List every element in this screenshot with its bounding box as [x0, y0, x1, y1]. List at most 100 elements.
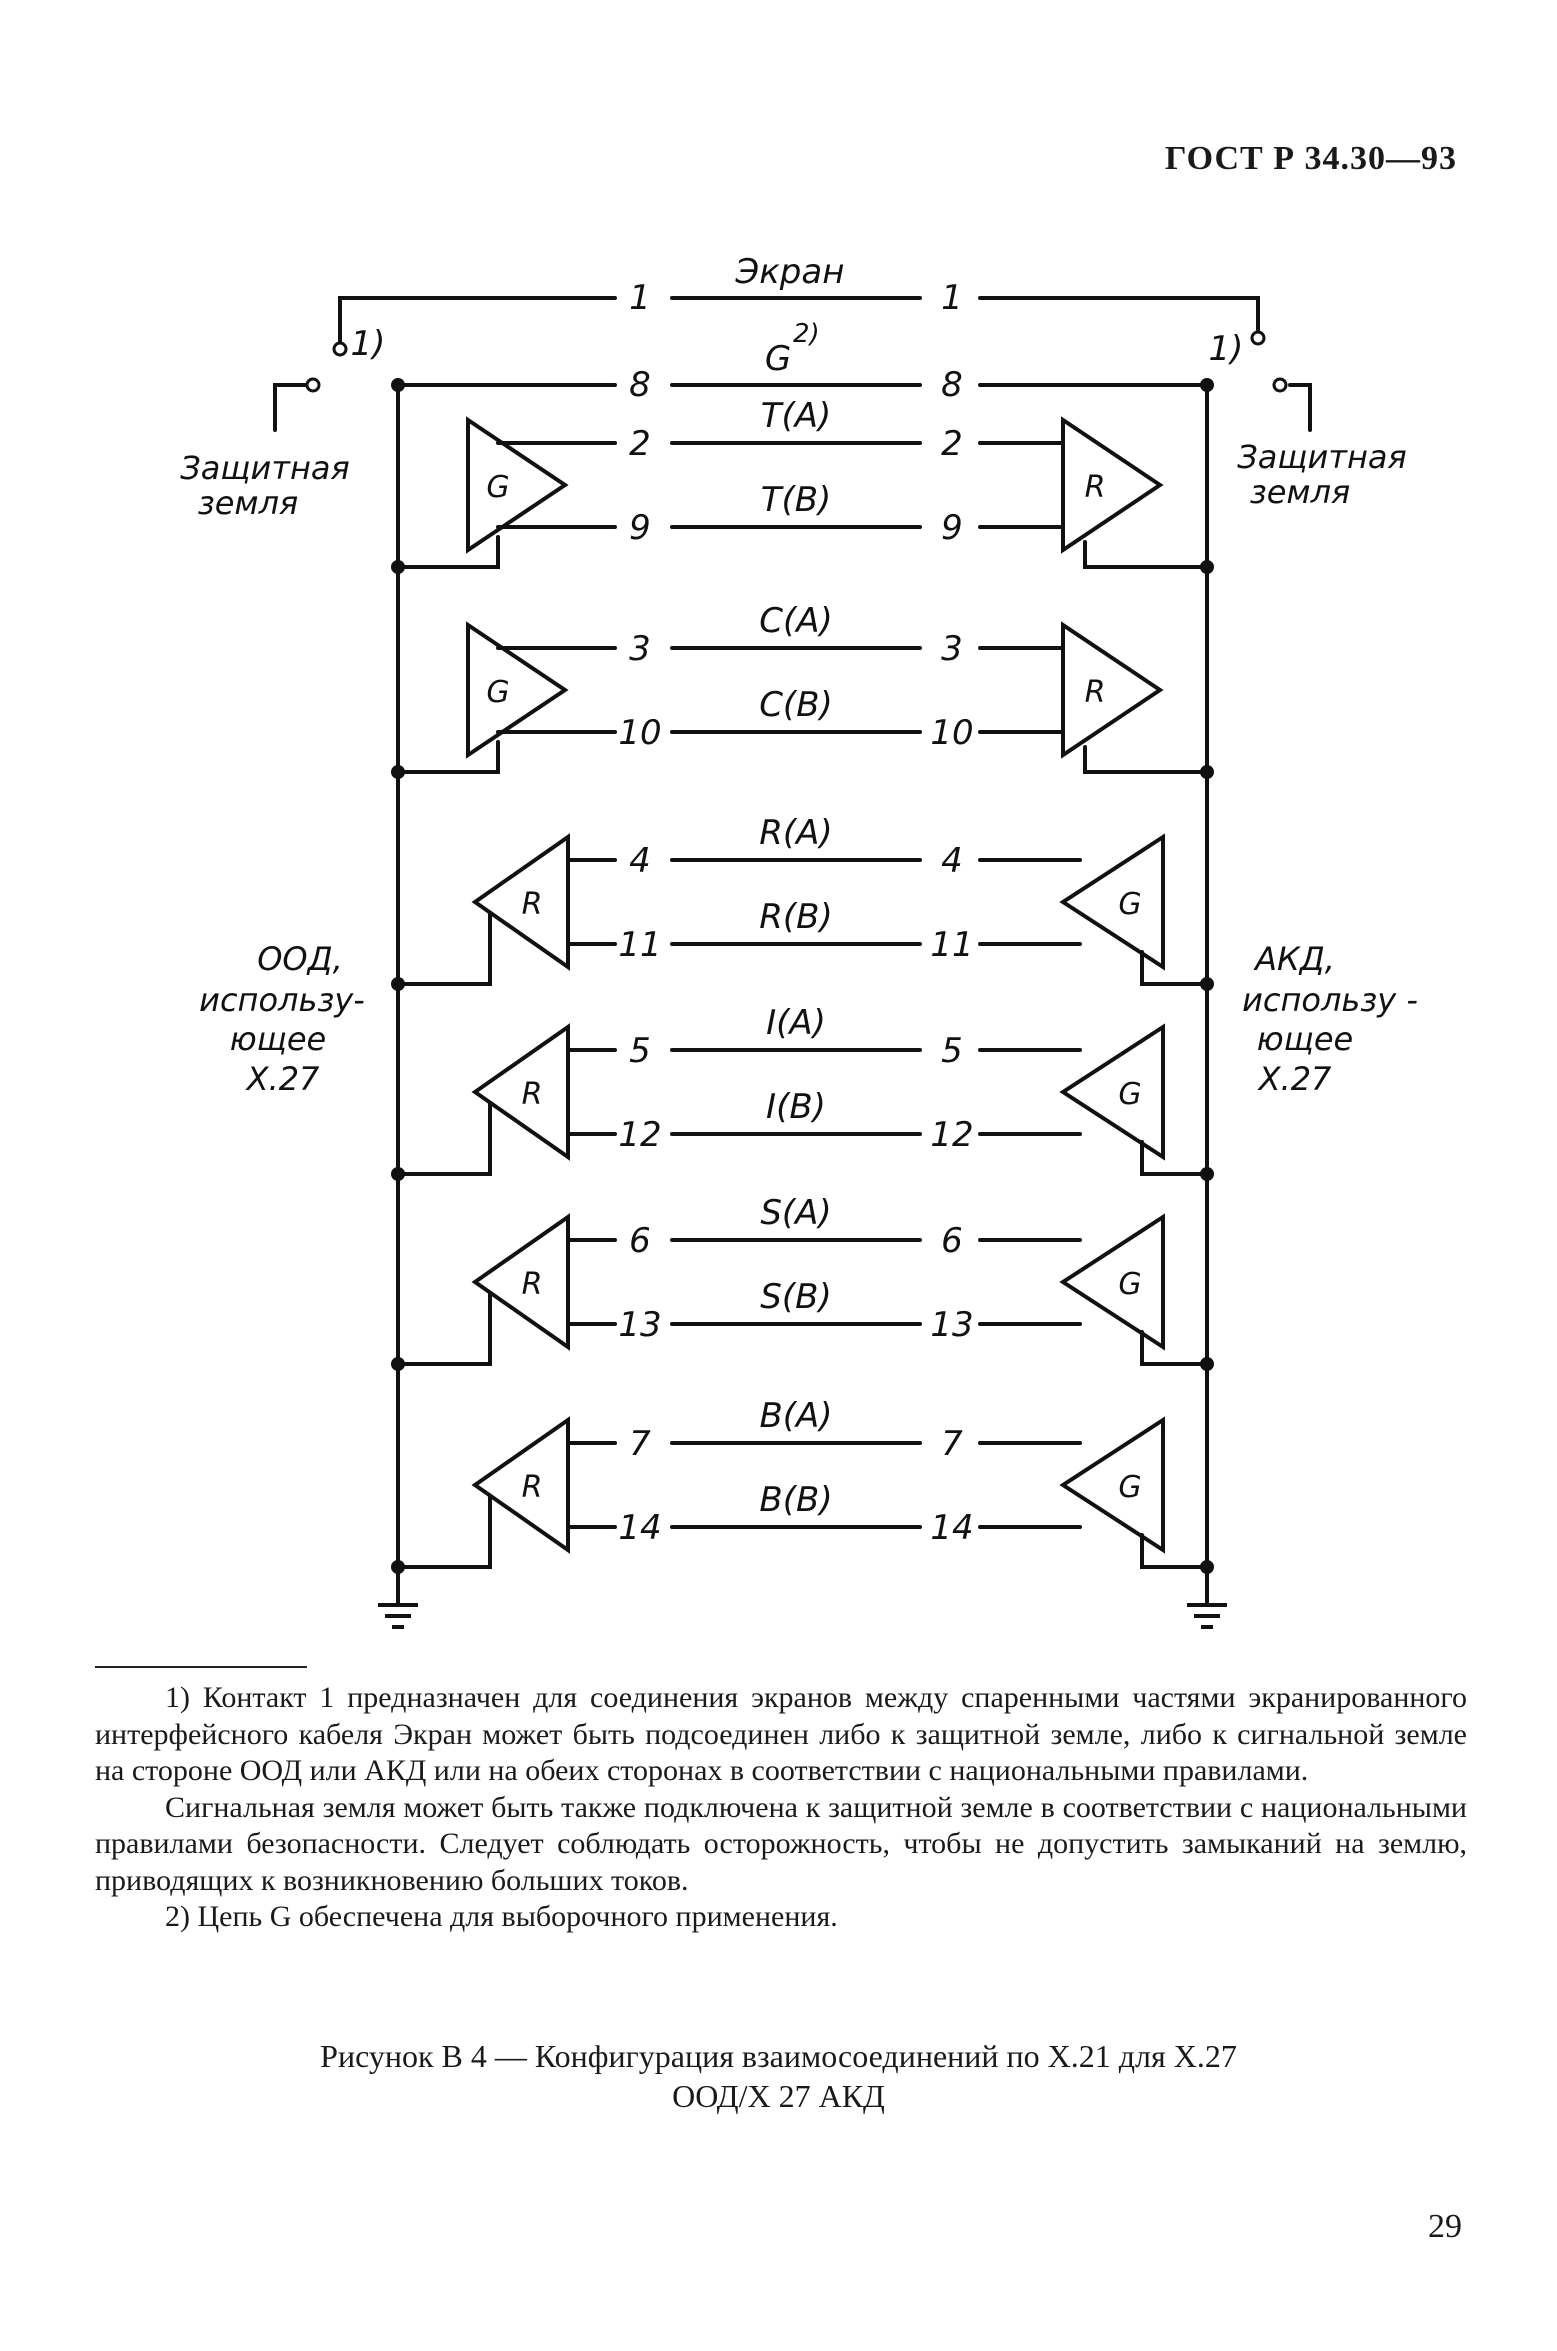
right-ground-terminal	[1272, 377, 1288, 393]
right-bus-junction	[1200, 765, 1214, 779]
pin-number-left-b: 13	[618, 1305, 661, 1345]
left-ground-label-2: земля	[198, 484, 299, 522]
right-ground-label-1: Защитная	[1237, 438, 1406, 476]
left-device-letter: G	[486, 675, 509, 710]
right-earth-symbol	[1187, 1582, 1227, 1629]
left-device-letter: G	[486, 470, 509, 505]
left-device-letter: R	[522, 1267, 543, 1302]
left-device-label-4: X.27	[245, 1060, 320, 1098]
circuit-group	[391, 1416, 1214, 1574]
caption-line-2: ООД/X 27 АКД	[672, 2078, 885, 2114]
pin-number-left-a: 6	[629, 1221, 651, 1261]
footnote-rule	[95, 1666, 307, 1668]
left-protective-ground	[273, 383, 307, 432]
footnote-1: 1) Контакт 1 предназначен для соединения…	[95, 1681, 1467, 1787]
left-device-label-1: ООД,	[257, 940, 343, 978]
right-driver-triangle	[1059, 1023, 1165, 1161]
shield-label: Экран	[735, 252, 845, 292]
footnote-1-continued: Сигнальная земля может быть также подклю…	[95, 1790, 1467, 1897]
right-bus-junction	[1200, 977, 1214, 991]
right-ground-tap	[1083, 540, 1209, 569]
g-label: G	[765, 339, 791, 379]
left-shield-terminal	[332, 341, 348, 357]
pin-number-left-a: 4	[629, 841, 651, 881]
right-device-letter: G	[1118, 1267, 1141, 1302]
circuit-group	[391, 416, 1214, 574]
ground-pin-right: 8	[941, 365, 963, 405]
right-protective-ground	[1288, 383, 1312, 432]
right-ground-label-2: земля	[1250, 473, 1351, 511]
g-footnote-mark: 2)	[793, 319, 820, 349]
left-device-label-2: использу-	[199, 981, 365, 1019]
signal-label-b: I(B)	[766, 1087, 826, 1127]
right-ground-tap	[1140, 1330, 1209, 1366]
left-ground-label-1: Защитная	[180, 449, 349, 487]
circuit-group	[391, 1023, 1214, 1181]
signal-label-a: R(A)	[759, 813, 832, 853]
pin-number-left-b: 11	[618, 925, 661, 965]
right-shield-lead	[978, 296, 1260, 334]
pin-number-left-a: 3	[629, 629, 651, 669]
right-bus-junction	[1200, 560, 1214, 574]
signal-label-a: C(A)	[759, 601, 833, 641]
left-receiver-triangle	[471, 1416, 570, 1554]
left-ground-junction	[391, 378, 405, 392]
left-device-letter: R	[522, 1077, 543, 1112]
left-bus-junction	[391, 1357, 405, 1371]
left-ground-terminal	[305, 377, 321, 393]
ground-pin-left: 8	[629, 365, 651, 405]
pin-number-right-a: 3	[941, 629, 963, 669]
left-bus-junction	[391, 765, 405, 779]
shield-pin-left: 1	[629, 278, 651, 318]
left-bus-junction	[391, 977, 405, 991]
pin-number-left-b: 10	[618, 713, 661, 753]
pin-number-right-b: 10	[930, 713, 973, 753]
left-ground-tap	[396, 912, 492, 986]
right-ground-junction	[1200, 378, 1214, 392]
right-bus-junction	[1200, 1560, 1214, 1574]
signal-label-b: B(B)	[759, 1480, 832, 1520]
left-device-letter: R	[522, 887, 543, 922]
left-bus-junction	[391, 560, 405, 574]
right-receiver-triangle	[1061, 621, 1164, 759]
right-device-letter: G	[1118, 1077, 1141, 1112]
pin-number-right-a: 6	[941, 1221, 963, 1261]
caption-line-1: Рисунок В 4 — Конфигурация взаимосоедине…	[320, 2038, 1237, 2074]
pin-number-right-a: 2	[941, 424, 963, 464]
pin-number-right-a: 7	[941, 1424, 963, 1464]
right-footnote-mark: 1)	[1209, 329, 1244, 369]
right-ground-tap	[1140, 1140, 1209, 1176]
signal-label-b: S(B)	[760, 1277, 831, 1317]
pin-number-right-a: 4	[941, 841, 963, 881]
right-ground-tap	[1083, 745, 1209, 774]
signal-label-b: C(B)	[759, 685, 833, 725]
signal-label-a: T(A)	[761, 396, 832, 436]
left-driver-triangle	[466, 416, 569, 554]
signal-label-a: S(A)	[760, 1193, 831, 1233]
signal-label-b: T(B)	[761, 480, 832, 520]
left-device-letter: R	[522, 1470, 543, 1505]
right-device-label-2: использу -	[1242, 981, 1418, 1019]
footnote-2: 2) Цепь G обеспечена для выборочного при…	[165, 1900, 838, 1933]
right-device-letter: G	[1118, 1470, 1141, 1505]
standard-header: ГОСТ Р 34.30—93	[1164, 140, 1457, 177]
interconnection-diagram: Экран G 2) 1 1 8 8 1) 1) Защитная земля …	[180, 252, 1418, 1629]
figure-caption: Рисунок В 4 — Конфигурация взаимосоедине…	[0, 2036, 1557, 2116]
pin-number-left-a: 2	[629, 424, 651, 464]
circuit-group	[391, 1213, 1214, 1371]
signal-label-a: B(A)	[759, 1396, 832, 1436]
right-ground-tap	[1140, 950, 1209, 986]
left-ground-tap	[396, 1495, 492, 1569]
right-receiver-triangle	[1061, 416, 1164, 554]
left-ground-tap	[396, 535, 500, 569]
right-bus-junction	[1200, 1167, 1214, 1181]
pin-number-right-b: 11	[930, 925, 973, 965]
right-device-letter: R	[1085, 470, 1106, 505]
left-ground-tap	[396, 740, 500, 774]
pin-number-left-b: 14	[618, 1508, 661, 1548]
pin-number-right-b: 13	[930, 1305, 973, 1345]
signal-label-b: R(B)	[759, 897, 832, 937]
right-device-letter: R	[1085, 675, 1106, 710]
right-device-label-3: ющее	[1257, 1020, 1353, 1058]
left-bus-junction	[391, 1167, 405, 1181]
